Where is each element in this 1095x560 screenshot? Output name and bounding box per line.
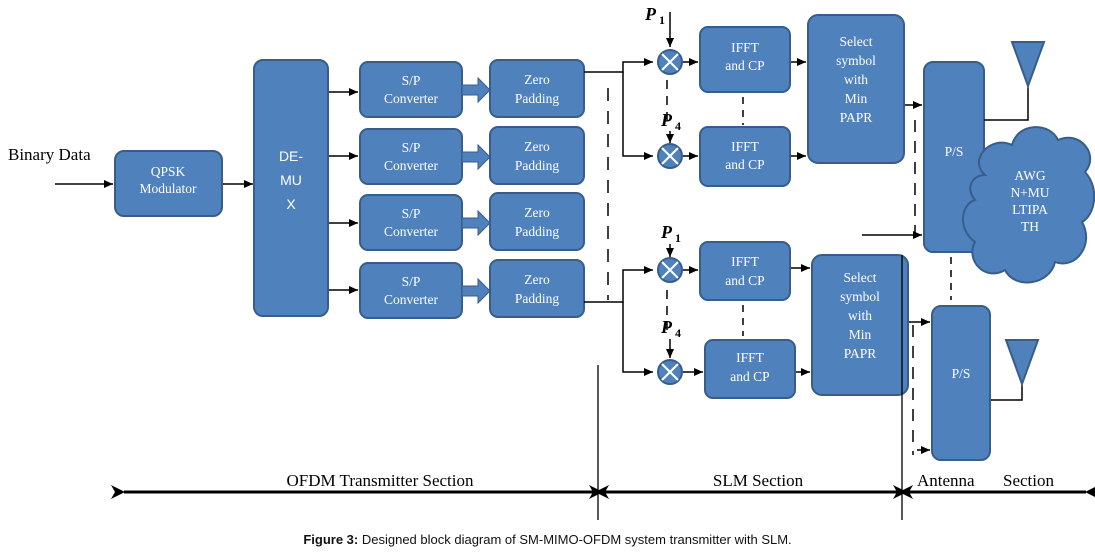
- zp1-line2: Padding: [515, 91, 560, 106]
- awgn-line3: LTIPA: [1012, 202, 1048, 217]
- ifft-cp-block-4: IFFT and CP: [704, 339, 796, 399]
- demux-line3: X: [286, 196, 296, 212]
- sp1-line2: Converter: [384, 91, 438, 106]
- ifft2-line1: IFFT: [731, 139, 760, 154]
- block-arrows: [461, 76, 491, 305]
- antenna-section-label: Antenna: [917, 471, 975, 490]
- p4-label-lower: P: [660, 317, 673, 337]
- sel1-line2: symbol: [836, 53, 876, 68]
- caption-text: Designed block diagram of SM-MIMO-OFDM s…: [358, 532, 792, 547]
- awgn-multipath-cloud: AWG N+MU LTIPA TH: [962, 126, 1095, 284]
- p1-sub-lower: 1: [675, 231, 681, 245]
- sp1-line1: S/P: [402, 73, 421, 88]
- sp-converter-3: S/P Converter: [359, 194, 463, 251]
- ifft-cp-block-1: IFFT and CP: [699, 26, 791, 93]
- antenna-icon: [984, 41, 1046, 121]
- ifft3-line2: and CP: [725, 273, 764, 288]
- multiplier-icon: [657, 143, 683, 169]
- p4-label-upper: P: [660, 110, 673, 130]
- sp2-line1: S/P: [402, 140, 421, 155]
- ifft1-line1: IFFT: [731, 40, 760, 55]
- ofdm-section-label: OFDM Transmitter Section: [286, 471, 474, 490]
- awgn-line1: AWG: [1014, 168, 1045, 183]
- zp4-line1: Zero: [524, 272, 550, 287]
- antenna-section-label-2: Section: [1003, 471, 1054, 490]
- sp3-line2: Converter: [384, 224, 438, 239]
- zp2-line1: Zero: [524, 139, 550, 154]
- sel2-line4: Min: [849, 327, 872, 342]
- sp4-line1: S/P: [402, 274, 421, 289]
- sel2-line5: PAPR: [844, 346, 877, 361]
- sp-converter-2: S/P Converter: [359, 128, 463, 185]
- demux-line1: DE-: [279, 148, 303, 164]
- ifft-cp-block-3: IFFT and CP: [699, 241, 791, 301]
- qpsk-line1: QPSK: [151, 164, 186, 179]
- caption-prefix: Figure 3:: [303, 532, 359, 547]
- sp-converter-1: S/P Converter: [359, 61, 463, 118]
- zp4-line2: Padding: [515, 291, 560, 306]
- ifft-cp-block-2: IFFT and CP: [699, 126, 791, 187]
- ifft3-line1: IFFT: [731, 254, 760, 269]
- multiplier-icon: [657, 359, 683, 385]
- sel2-line1: Select: [844, 270, 877, 285]
- p4-sub-lower: 4: [675, 326, 681, 340]
- zp1-line1: Zero: [524, 72, 550, 87]
- antenna-icon: [991, 339, 1040, 401]
- ifft4-line2: and CP: [730, 369, 769, 384]
- sel1-line3: with: [844, 72, 868, 87]
- zp3-line1: Zero: [524, 205, 550, 220]
- zero-padding-1: Zero Padding: [489, 59, 585, 118]
- sel2-line2: symbol: [840, 289, 880, 304]
- sel1-line5: PAPR: [840, 110, 873, 125]
- zp3-line2: Padding: [515, 224, 560, 239]
- ps2-label: P/S: [952, 366, 971, 381]
- p1-label-upper: P: [644, 4, 657, 24]
- qpsk-line2: Modulator: [140, 181, 197, 196]
- sp3-line1: S/P: [402, 206, 421, 221]
- slm-section-label: SLM Section: [713, 471, 804, 490]
- zero-padding-4: Zero Padding: [489, 259, 585, 318]
- awgn-line4: TH: [1021, 219, 1039, 234]
- sp-converter-4: S/P Converter: [359, 262, 463, 319]
- p4-sub-upper: 4: [675, 119, 681, 133]
- ifft2-line2: and CP: [725, 157, 764, 172]
- sp4-line2: Converter: [384, 292, 438, 307]
- p1-sub-upper: 1: [659, 13, 665, 27]
- ps-block-2: P/S: [931, 305, 991, 461]
- sp2-line2: Converter: [384, 158, 438, 173]
- multiplier-icon: [657, 49, 683, 75]
- multiplier-icon: [657, 257, 683, 283]
- demux-line2: MU: [280, 172, 302, 188]
- ps1-label: P/S: [945, 144, 964, 159]
- zero-padding-2: Zero Padding: [489, 126, 585, 185]
- zero-padding-3: Zero Padding: [489, 192, 585, 251]
- select-min-papr-block-2: Select symbol with Min PAPR: [811, 254, 909, 396]
- awgn-line2: N+MU: [1010, 185, 1049, 200]
- demux-block: DE- MU X: [253, 59, 329, 317]
- sel2-line3: with: [848, 308, 872, 323]
- zp2-line2: Padding: [515, 158, 560, 173]
- figure-caption: Figure 3: Designed block diagram of SM-M…: [0, 532, 1095, 547]
- p1-label-lower: P: [660, 222, 673, 242]
- sel1-line4: Min: [845, 91, 868, 106]
- ifft4-line1: IFFT: [736, 350, 765, 365]
- ifft1-line2: and CP: [725, 58, 764, 73]
- sel1-line1: Select: [840, 34, 873, 49]
- select-min-papr-block-1: Select symbol with Min PAPR: [807, 14, 905, 164]
- qpsk-modulator-block: QPSK Modulator: [114, 150, 223, 217]
- binary-data-label: Binary Data: [8, 145, 91, 164]
